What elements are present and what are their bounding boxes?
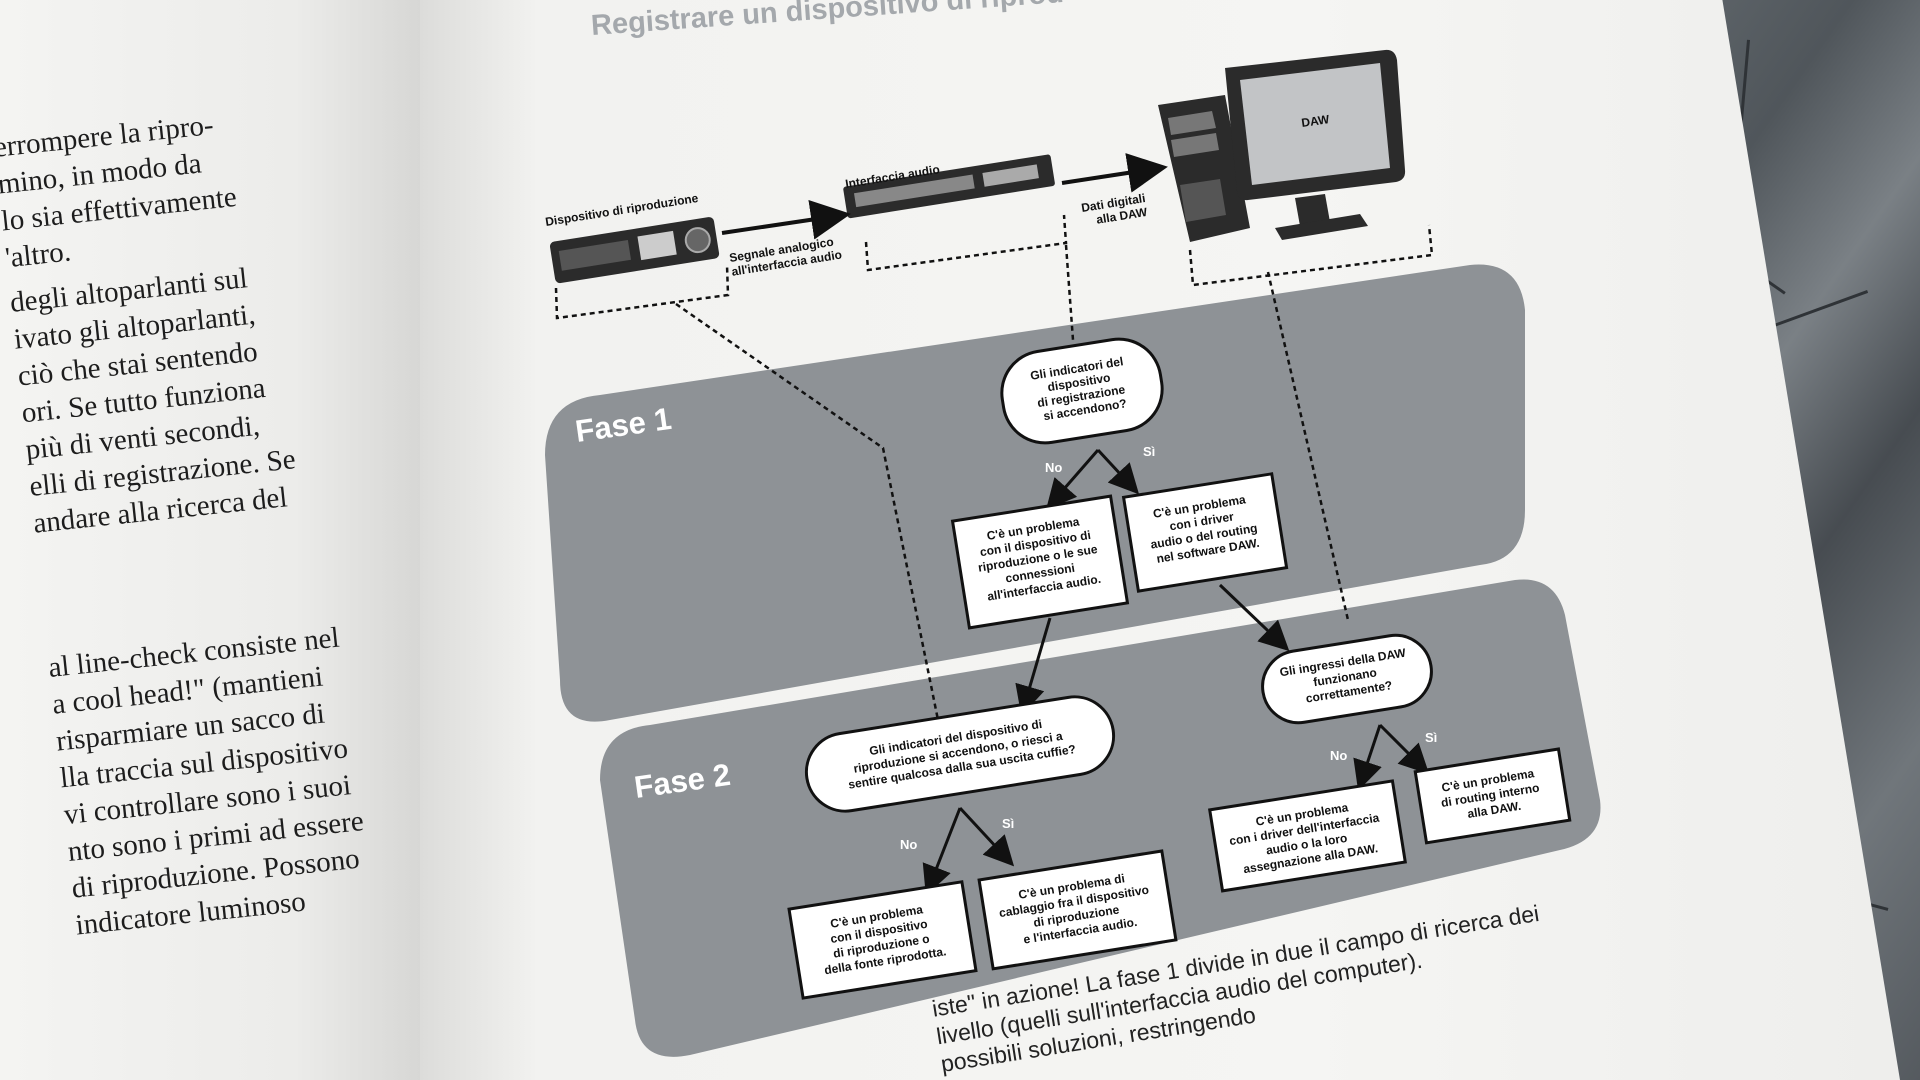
q3-no-arrow — [1353, 724, 1382, 791]
q2-oval — [804, 695, 1116, 813]
daw-screen-label: DAW — [1300, 112, 1330, 130]
q1-oval — [1000, 337, 1164, 445]
box-d — [977, 849, 1178, 971]
q3-text: Gli ingressi della DAW funzionano corret… — [1279, 645, 1415, 709]
device-brackets — [554, 214, 1434, 721]
box-a-to-q2-arrow — [1015, 617, 1052, 716]
q3-no-label: No — [1330, 748, 1347, 763]
box-f — [1413, 747, 1572, 845]
q2-yes-label: Sì — [1002, 816, 1014, 831]
digital-signal-label: Dati digitali alla DAW — [1080, 190, 1152, 228]
q3-yes-label: Sì — [1425, 730, 1437, 745]
q1-yes-label: Sì — [1143, 444, 1155, 459]
daw-monitor — [1225, 49, 1406, 240]
box-c — [787, 880, 978, 1000]
digital-signal-arrow — [1061, 153, 1168, 193]
phase1-panel — [545, 264, 1525, 722]
box-a — [950, 494, 1130, 630]
analog-signal-arrow — [721, 199, 851, 240]
q3-yes-arrow — [1378, 723, 1430, 775]
box-e-text: C'è un problema con i driver dell'interf… — [1226, 795, 1388, 878]
analog-signal-label: Segnale analogico all'interfaccia audio — [728, 234, 843, 279]
box-b — [1121, 472, 1289, 593]
q2-yes-arrow — [958, 806, 1015, 867]
q1-no-arrow — [1046, 449, 1100, 510]
q1-yes-arrow — [1096, 448, 1140, 495]
box-b-to-q3-arrow — [1218, 583, 1290, 652]
playback-device — [549, 217, 720, 284]
q1-no-label: No — [1045, 460, 1062, 475]
q3-oval — [1261, 633, 1433, 725]
q2-no-label: No — [900, 837, 917, 852]
audio-interface — [843, 154, 1055, 219]
computer-tower — [1158, 95, 1250, 242]
box-e — [1208, 779, 1407, 893]
q2-no-arrow — [922, 807, 962, 896]
box-d-text: C'è un problema di cablaggio fra il disp… — [996, 867, 1158, 949]
left-page: errompere la ripro- mino, in modo da lo … — [0, 0, 420, 1080]
